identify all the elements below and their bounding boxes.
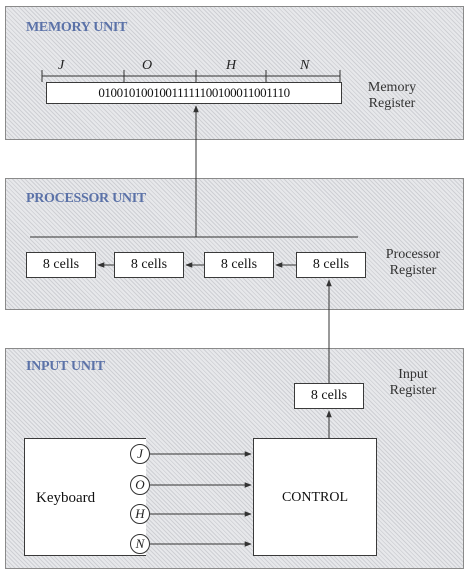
- keyboard-label: Keyboard: [36, 490, 96, 506]
- key-o: O: [130, 475, 150, 495]
- memory-register-box: 01001010010011111100100011001110: [46, 82, 342, 104]
- processor-cell-3: 8 cells: [204, 252, 274, 278]
- input-register-label-line2: Register: [389, 383, 437, 398]
- keyboard-box: Keyboard: [24, 438, 146, 556]
- key-h-label: H: [135, 506, 145, 521]
- key-j: J: [130, 444, 150, 464]
- memory-letter-n: N: [300, 58, 310, 73]
- processor-unit-title: PROCESSOR UNIT: [26, 191, 146, 206]
- memory-register-label-line2: Register: [368, 96, 416, 111]
- control-label: CONTROL: [281, 490, 349, 505]
- processor-cell-1: 8 cells: [26, 252, 96, 278]
- memory-register-label: Memory Register: [352, 80, 432, 112]
- processor-register-label: Processor Register: [373, 247, 453, 279]
- key-o-label: O: [135, 477, 145, 492]
- processor-register-label-line1: Processor: [385, 247, 441, 262]
- processor-register-label-line2: Register: [389, 263, 437, 278]
- key-n-label: N: [135, 536, 145, 551]
- memory-register-bits: 01001010010011111100100011001110: [98, 85, 290, 100]
- control-box: CONTROL: [253, 438, 377, 556]
- processor-cell-4: 8 cells: [296, 252, 366, 278]
- input-register-label-line1: Input: [398, 367, 428, 382]
- processor-cell-2: 8 cells: [114, 252, 184, 278]
- key-j-label: J: [137, 446, 143, 461]
- memory-letter-h: H: [226, 58, 237, 73]
- processor-unit-panel: [5, 178, 464, 310]
- input-register-cell: 8 cells: [294, 383, 364, 409]
- key-n: N: [130, 534, 150, 554]
- memory-unit-panel: [5, 6, 464, 140]
- key-h: H: [130, 504, 150, 524]
- memory-register-label-line1: Memory: [367, 80, 417, 95]
- input-register-label: Input Register: [373, 367, 453, 399]
- memory-unit-title: MEMORY UNIT: [26, 20, 128, 35]
- memory-letter-o: O: [142, 58, 153, 73]
- input-unit-title: INPUT UNIT: [26, 359, 105, 374]
- memory-letter-j: J: [58, 58, 65, 73]
